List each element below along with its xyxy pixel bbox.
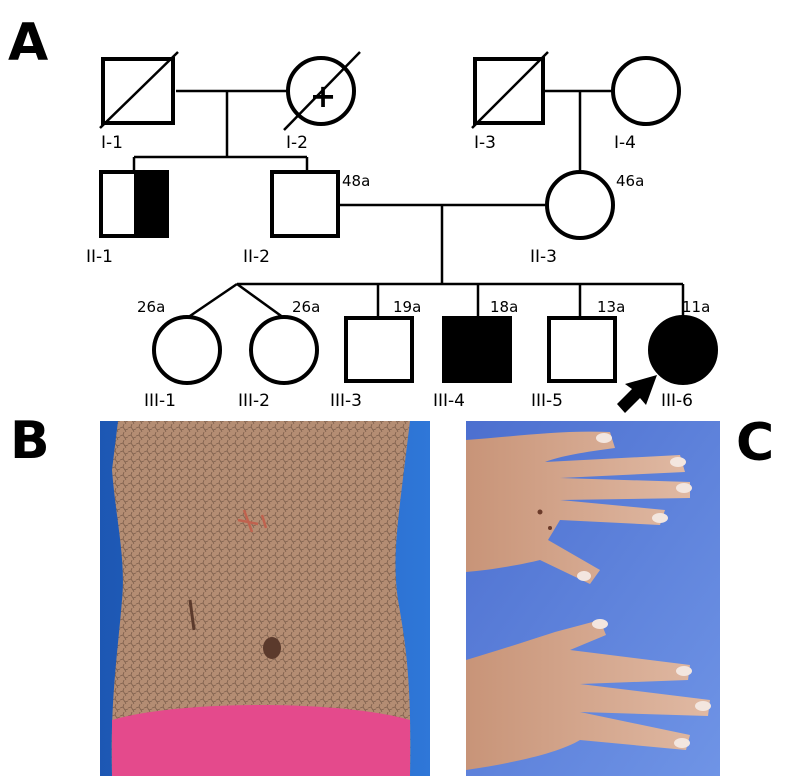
id-label: II-2 <box>243 247 270 267</box>
plus-marker: + <box>310 77 337 115</box>
id-label: I-3 <box>474 133 496 153</box>
id-label: III-6 <box>661 391 693 411</box>
male-symbol <box>549 318 615 381</box>
individual-III-4: 18a III-4 <box>433 298 518 411</box>
id-label: III-3 <box>330 391 362 411</box>
id-label: I-1 <box>101 133 123 153</box>
affected-female-symbol <box>650 317 716 383</box>
affected-male-symbol <box>444 318 510 381</box>
id-label: II-3 <box>530 247 557 267</box>
half-affected-fill <box>134 174 165 234</box>
female-symbol <box>154 317 220 383</box>
age-label: 19a <box>393 298 421 316</box>
photo-panel-c: C <box>466 413 774 776</box>
pedigree-panel: A I-1 + <box>8 13 716 413</box>
male-symbol <box>272 172 338 236</box>
age-label: 26a <box>292 298 320 316</box>
age-label: 26a <box>137 298 165 316</box>
panel-label-b: B <box>10 411 50 471</box>
female-symbol <box>613 58 679 124</box>
photo-panel-b: B <box>10 411 430 776</box>
individual-I-2: + I-2 <box>284 52 360 153</box>
proband-arrow-icon <box>617 375 657 413</box>
age-label: 13a <box>597 298 625 316</box>
navel <box>263 637 281 659</box>
age-label: 46a <box>616 172 644 190</box>
id-label: II-1 <box>86 247 113 267</box>
individual-III-6: 11a III-6 <box>617 298 716 413</box>
age-label: 11a <box>682 298 710 316</box>
panel-label-c: C <box>736 413 774 473</box>
age-label: 18a <box>490 298 518 316</box>
clothing <box>112 705 410 776</box>
id-label: I-2 <box>286 133 308 153</box>
id-label: III-4 <box>433 391 465 411</box>
id-label: III-5 <box>531 391 563 411</box>
individual-I-1: I-1 <box>100 52 178 153</box>
id-label: I-4 <box>614 133 636 153</box>
panel-label-a: A <box>8 13 48 73</box>
individual-II-1: II-1 <box>86 172 167 267</box>
age-label: 48a <box>342 172 370 190</box>
individual-II-3: 46a II-3 <box>530 172 644 267</box>
individual-II-2: 48a II-2 <box>243 172 370 267</box>
individual-I-3: I-3 <box>472 52 548 153</box>
individual-III-5: 13a III-5 <box>531 298 625 411</box>
id-label: III-2 <box>238 391 270 411</box>
male-symbol <box>346 318 412 381</box>
individual-III-3: 19a III-3 <box>330 298 421 411</box>
id-label: III-1 <box>144 391 176 411</box>
female-symbol <box>251 317 317 383</box>
female-symbol <box>547 172 613 238</box>
individual-I-4: I-4 <box>613 58 679 153</box>
individual-III-1: 26a III-1 <box>137 298 220 411</box>
